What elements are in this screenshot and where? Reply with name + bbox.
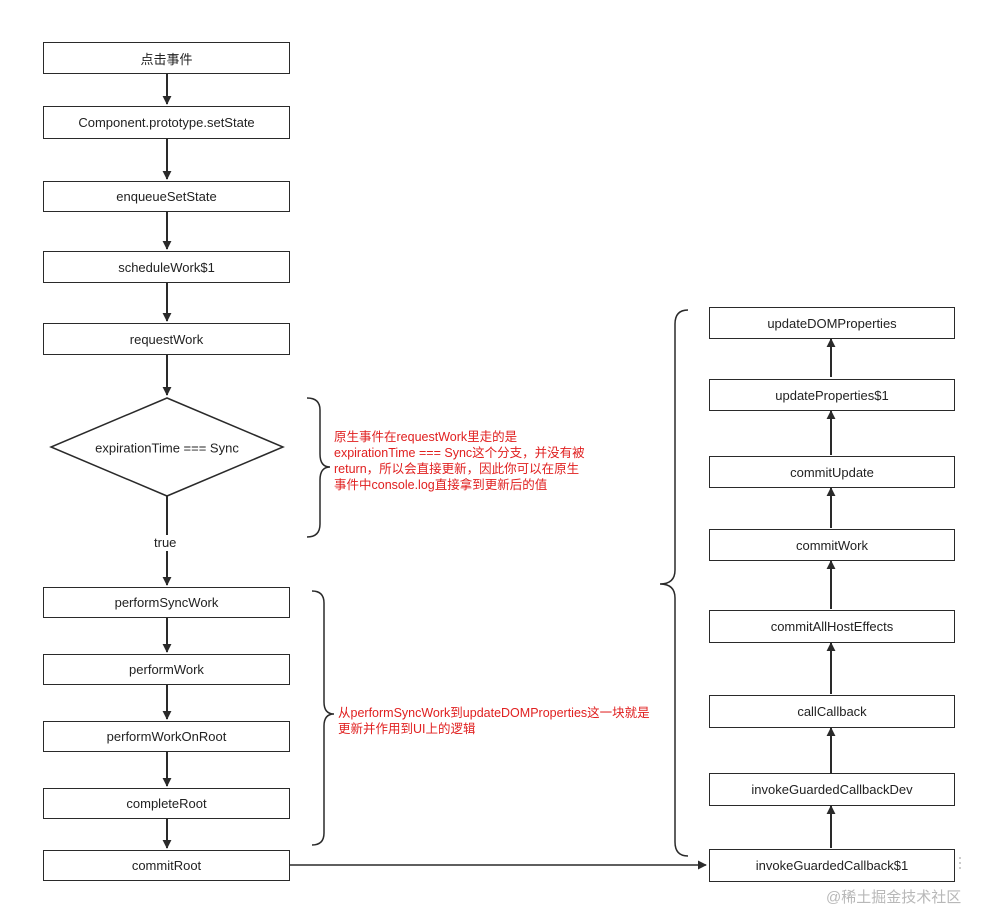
watermark-text: @稀土掘金技术社区 xyxy=(826,889,962,906)
right-column-brace xyxy=(659,309,689,857)
node-perform-sync-work: performSyncWork xyxy=(43,587,290,618)
node-perform-work-on-root: performWorkOnRoot xyxy=(43,721,290,752)
node-perform-work-label: performWork xyxy=(129,662,204,677)
node-enqueue-set-state: enqueueSetState xyxy=(43,181,290,212)
node-invoke-guarded-callback-label: invokeGuardedCallback$1 xyxy=(755,858,909,873)
node-perform-work-on-root-label: performWorkOnRoot xyxy=(106,729,227,744)
decision-diamond xyxy=(49,397,285,497)
true-branch-label: true xyxy=(154,535,177,550)
node-schedule-work-label: scheduleWork$1 xyxy=(118,259,215,275)
node-commit-update: commitUpdate xyxy=(709,456,955,488)
decision-label: expirationTime === Sync xyxy=(95,440,239,456)
node-perform-work: performWork xyxy=(43,654,290,685)
node-invoke-guarded-callback: invokeGuardedCallback$1 xyxy=(709,849,955,882)
note-brace-lower xyxy=(311,590,335,846)
node-enqueue-set-state-label: enqueueSetState xyxy=(116,189,217,204)
node-commit-all-host-effects-label: commitAllHostEffects xyxy=(770,619,894,634)
node-set-state: Component.prototype.setState xyxy=(43,106,290,139)
node-invoke-guarded-callback-dev-label: invokeGuardedCallbackDev xyxy=(751,782,913,797)
node-commit-all-host-effects: commitAllHostEffects xyxy=(709,610,955,643)
node-schedule-work: scheduleWork$1 xyxy=(43,251,290,283)
node-complete-root: completeRoot xyxy=(43,788,290,819)
node-call-callback-label: callCallback xyxy=(797,704,867,719)
node-click-event: 点击事件 xyxy=(43,42,290,74)
node-update-dom-properties-label: updateDOMProperties xyxy=(767,315,897,331)
native-event-note: 原生事件在requestWork里走的是expirationTime === S… xyxy=(334,430,585,492)
node-perform-sync-work-label: performSyncWork xyxy=(114,595,219,610)
node-request-work-label: requestWork xyxy=(129,331,204,347)
node-commit-update-label: commitUpdate xyxy=(790,464,874,480)
node-update-properties: updateProperties$1 xyxy=(709,379,955,411)
node-request-work: requestWork xyxy=(43,323,290,355)
note-brace-upper xyxy=(306,397,331,538)
update-logic-note: 从performSyncWork到updateDOMProperties这一块就… xyxy=(338,706,650,736)
node-update-dom-properties: updateDOMProperties xyxy=(709,307,955,339)
node-click-event-label: 点击事件 xyxy=(140,51,193,67)
node-commit-root: commitRoot xyxy=(43,850,290,881)
node-commit-work: commitWork xyxy=(709,529,955,561)
node-update-properties-label: updateProperties$1 xyxy=(775,387,889,403)
node-set-state-label: Component.prototype.setState xyxy=(78,115,255,130)
node-invoke-guarded-callback-dev: invokeGuardedCallbackDev xyxy=(709,773,955,806)
node-commit-work-label: commitWork xyxy=(796,537,868,553)
node-complete-root-label: completeRoot xyxy=(126,796,207,811)
node-commit-root-label: commitRoot xyxy=(131,858,202,873)
node-call-callback: callCallback xyxy=(709,695,955,728)
